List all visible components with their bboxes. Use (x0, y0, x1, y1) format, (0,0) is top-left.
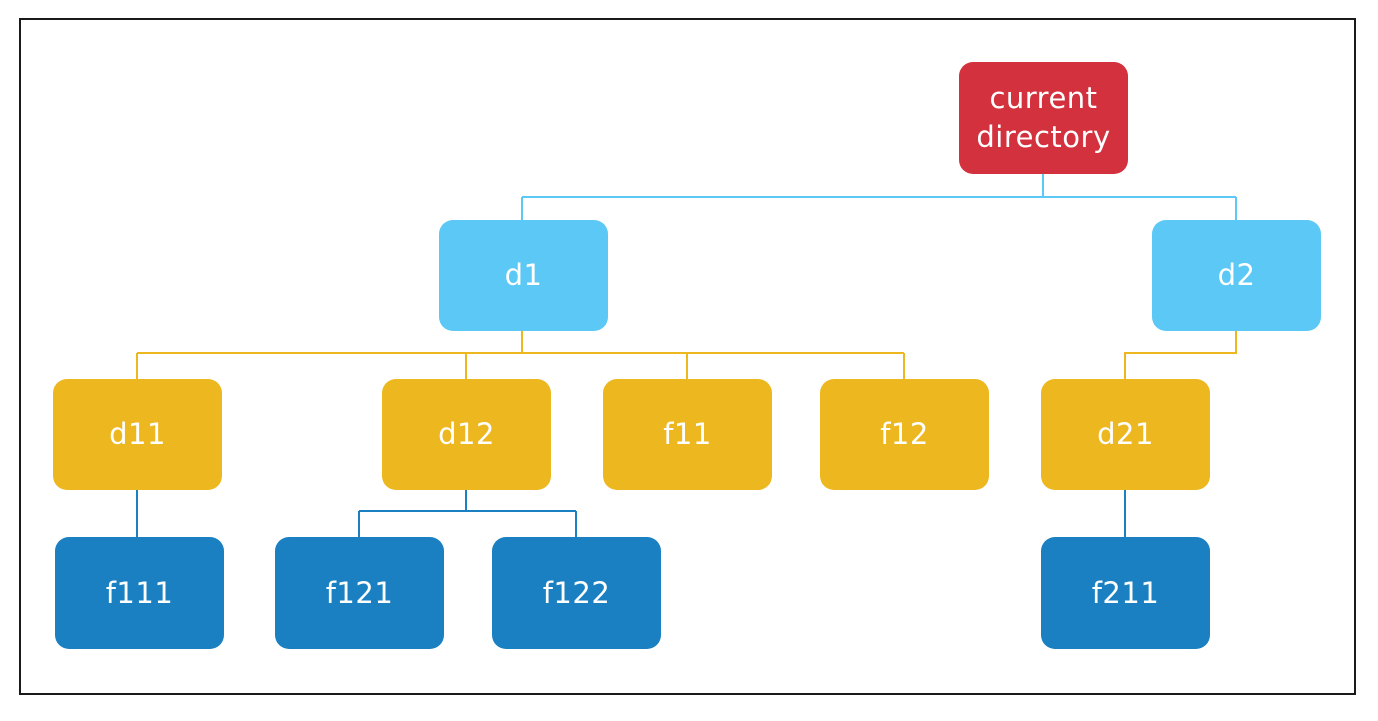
node-current-directory-line2: directory (976, 120, 1111, 154)
node-f12: f12 (820, 379, 989, 490)
node-d2: d2 (1152, 220, 1321, 331)
node-f211: f211 (1041, 537, 1210, 649)
node-d21: d21 (1041, 379, 1210, 490)
connector-root-children (521, 174, 1237, 221)
node-f111: f111 (55, 537, 224, 649)
connector-d12-children (358, 489, 577, 538)
node-d11: d11 (53, 379, 222, 490)
connector-d1-children (136, 330, 905, 380)
node-f11: f11 (603, 379, 772, 490)
node-d1: d1 (439, 220, 608, 331)
node-f122: f122 (492, 537, 661, 649)
node-current-directory: current directory (959, 62, 1128, 174)
diagram-frame (19, 18, 1356, 695)
connector-d2-children (1124, 330, 1237, 380)
node-f121: f121 (275, 537, 444, 649)
node-current-directory-line1: current (989, 81, 1098, 115)
node-d12: d12 (382, 379, 551, 490)
